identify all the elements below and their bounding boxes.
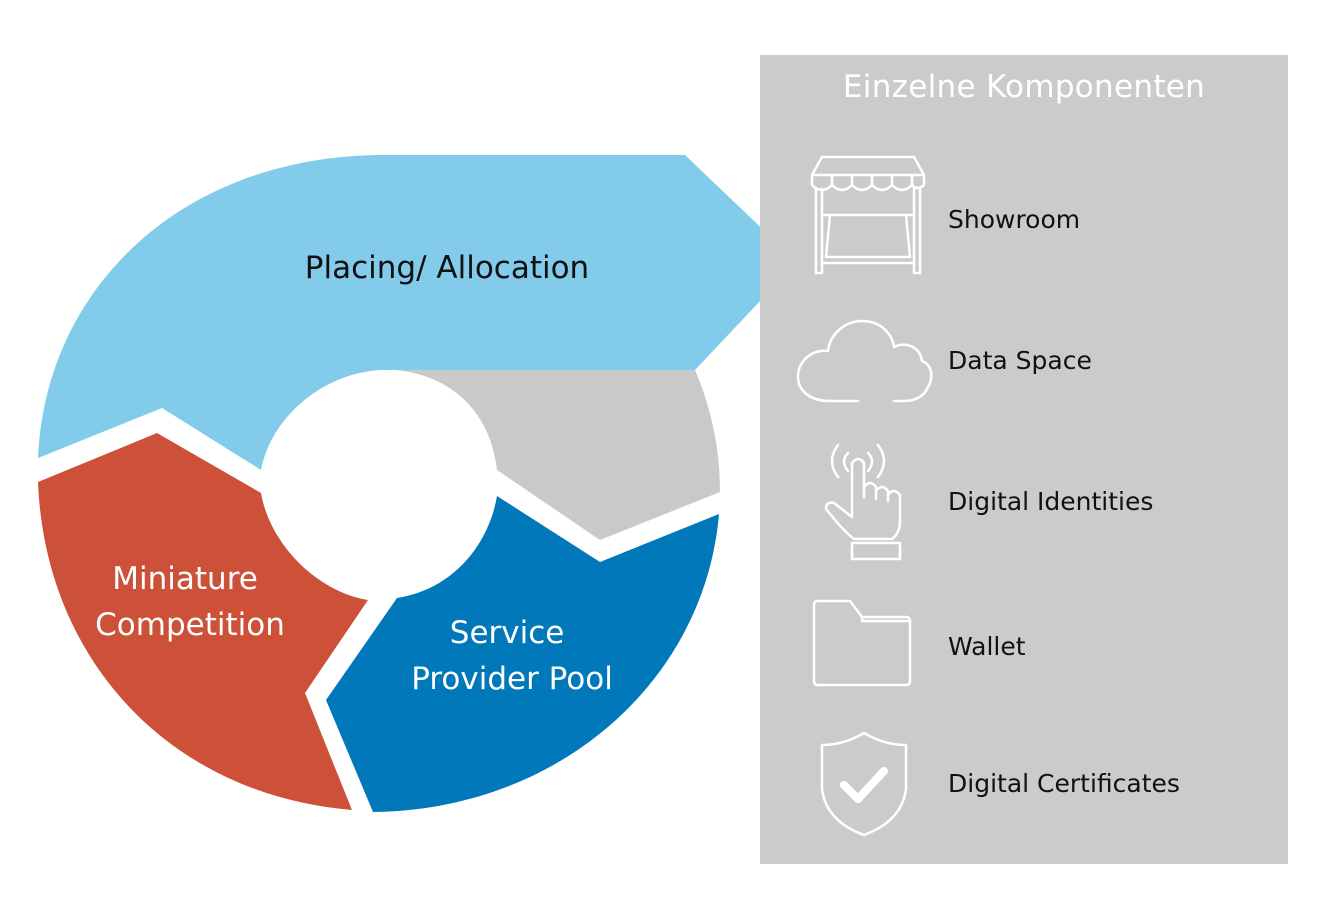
shield-check-icon [820, 731, 908, 837]
component-label-showroom: Showroom [948, 205, 1081, 234]
service-provider-pool-label-line-2: Provider Pool [411, 661, 613, 697]
miniature-competition-label-line-2: Competition [95, 607, 285, 643]
service-provider-pool-label-line-1: Service [450, 615, 565, 651]
market-stall-icon [810, 155, 926, 275]
folder-icon [812, 599, 912, 687]
panel-title: Einzelne Komponenten [842, 69, 1206, 105]
component-label-digital-identities: Digital Identities [948, 487, 1154, 516]
cloud-icon [796, 319, 933, 403]
service-provider-pool-label: Service Provider Pool [411, 615, 613, 697]
component-label-data-space: Data Space [948, 346, 1092, 375]
segment-gray [395, 370, 720, 540]
miniature-competition-label-line-1: Miniature [112, 561, 258, 597]
segment-placing-allocation [38, 155, 760, 470]
component-label-digital-certificates: Digital Certificates [948, 769, 1180, 798]
component-label-wallet: Wallet [948, 632, 1026, 661]
miniature-competition-label: Miniature Competition [95, 561, 285, 643]
segment-miniature-competition [38, 433, 368, 810]
segment-service-provider-pool [326, 496, 719, 812]
touch-hand-icon [824, 443, 902, 561]
components-panel: Einzelne Komponenten Showroom Data Space… [760, 55, 1288, 864]
cycle-diagram: Placing/ Allocation Miniature Competitio… [38, 155, 760, 812]
placing-allocation-label: Placing/ Allocation [305, 250, 589, 286]
